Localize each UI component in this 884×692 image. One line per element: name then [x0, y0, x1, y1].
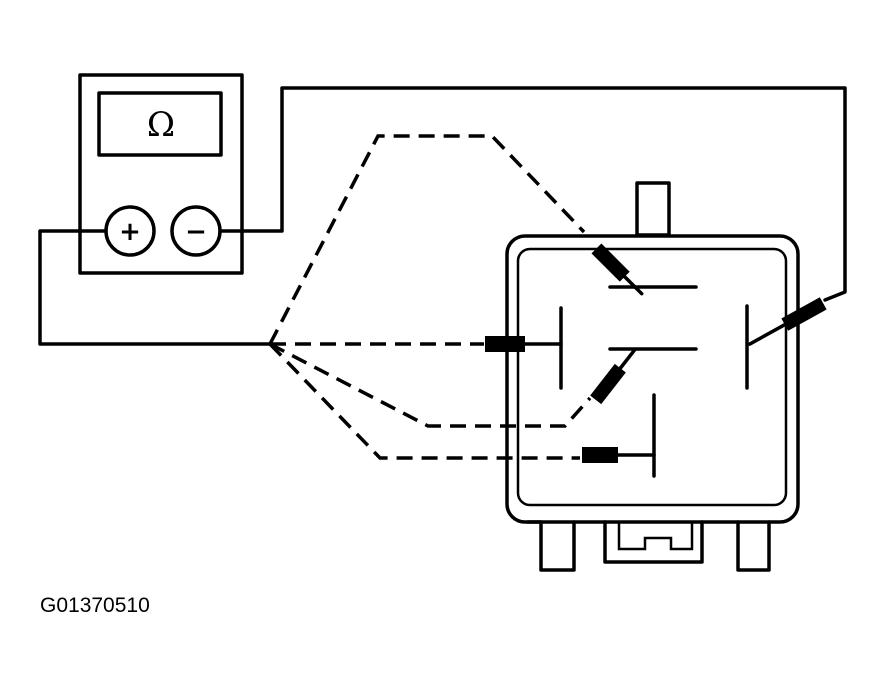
relay-top-tab: [635, 181, 671, 237]
positive-terminal-label: +: [119, 217, 141, 247]
relay-pin-left: [526, 520, 576, 572]
relay-pin-right: [736, 520, 771, 572]
ohm-symbol: Ω: [147, 105, 175, 145]
alternate-lead-paths: [268, 134, 592, 460]
test-probes: [485, 243, 827, 463]
probe-top: [591, 243, 644, 296]
figure-id: G01370510: [40, 594, 150, 617]
positive-test-lead: [38, 229, 272, 346]
dashed-path-lower: [269, 342, 592, 428]
ohmmeter: Ω + −: [78, 73, 244, 275]
negative-terminal-label: −: [185, 217, 207, 247]
relay-center-connector-inner: [617, 522, 694, 551]
probe-right: [748, 297, 827, 346]
relay-inner-outline: [516, 247, 788, 507]
relay-center-connector: [603, 520, 704, 564]
dashed-path-top: [268, 134, 586, 345]
ohmmeter-body: [78, 73, 244, 275]
relay: [505, 181, 800, 572]
ohmmeter-display: [97, 91, 223, 157]
probe-bottom: [582, 447, 656, 463]
negative-test-lead: [218, 86, 847, 302]
probe-left: [485, 336, 563, 352]
relay-housing: [505, 234, 800, 524]
probe-center: [590, 347, 637, 405]
dashed-path-bottom: [268, 342, 580, 460]
